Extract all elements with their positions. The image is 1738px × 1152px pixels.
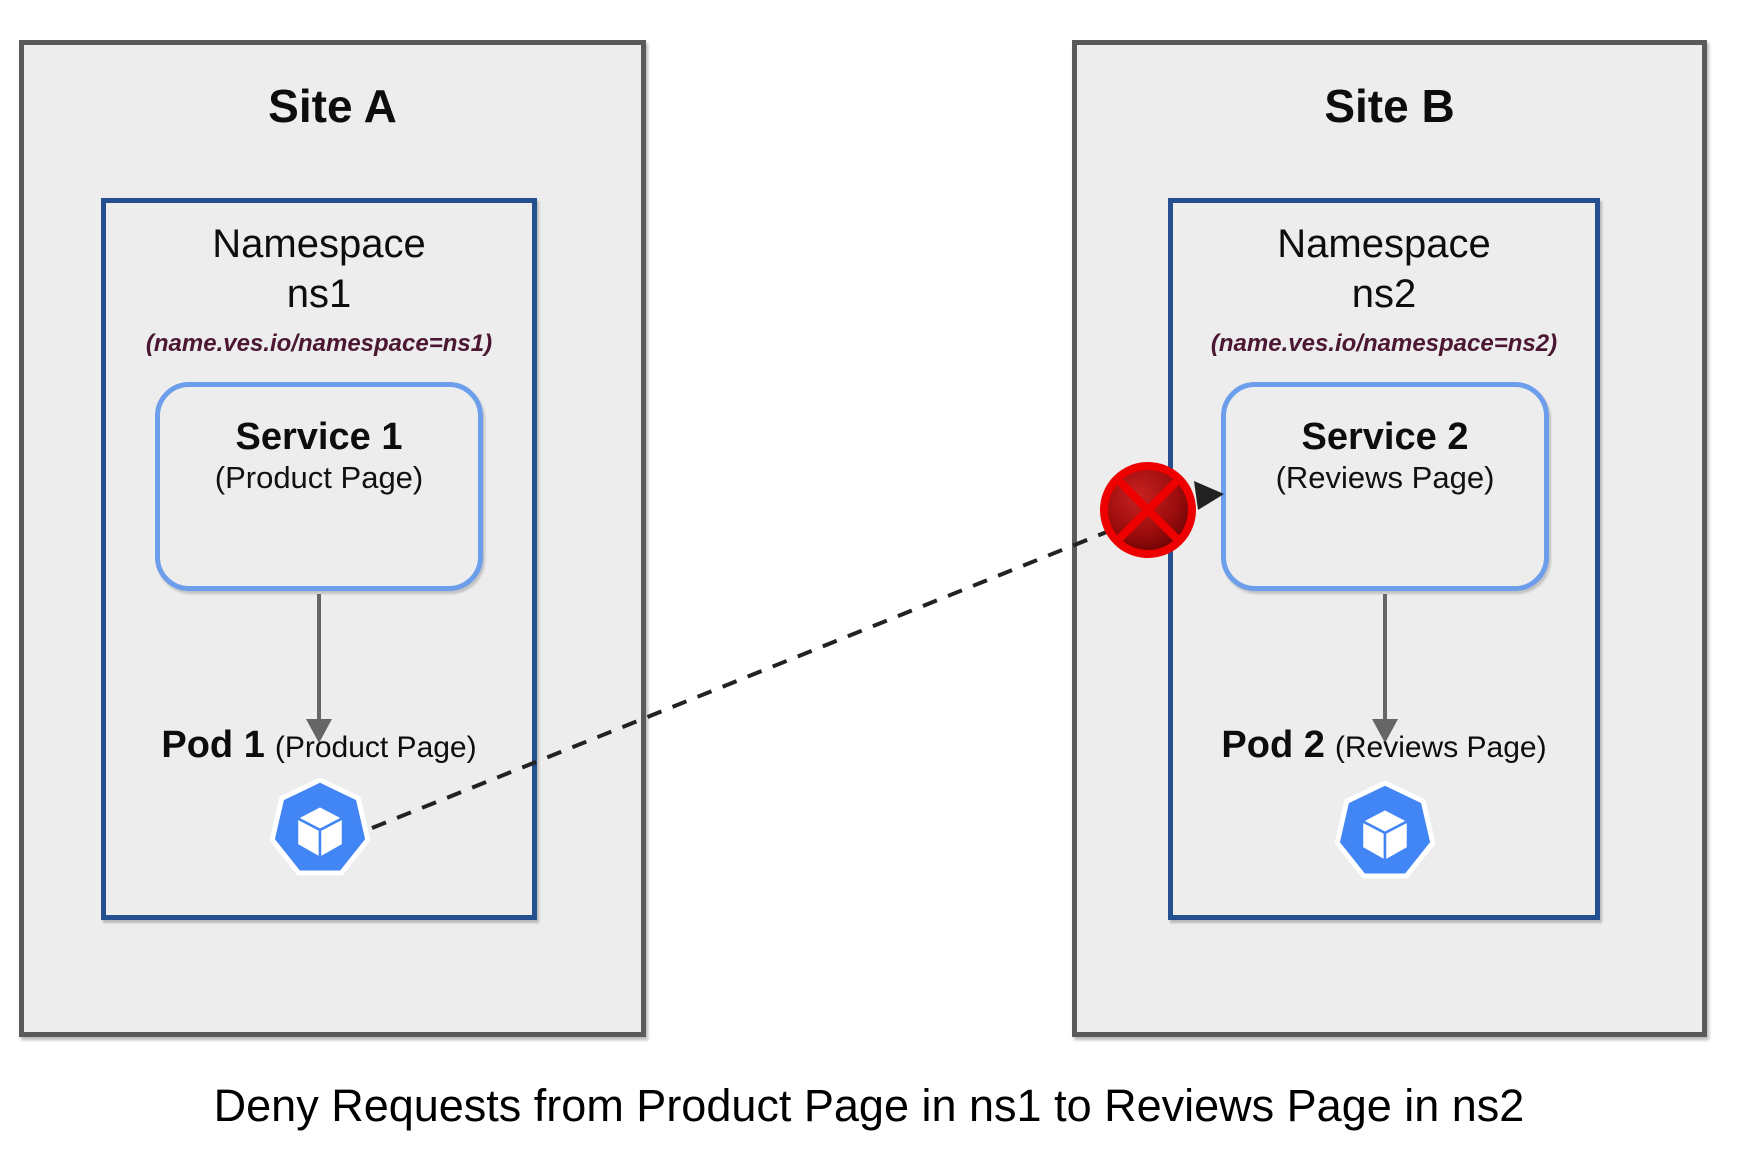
kubernetes-pod-icon [1335,781,1435,879]
deny-crossed-circle-icon [1100,462,1196,558]
kubernetes-pod-icon [270,778,370,876]
service2-to-pod2-arrow-shaft [1383,594,1387,721]
namespace-id: ns2 [1351,272,1417,316]
pod-cube-right-face [318,816,345,860]
service-1-subtitle: (Product Page) [214,460,424,495]
namespace-ns1-title: Namespace ns1 [106,219,532,319]
namespace-word: Namespace [1277,222,1491,266]
service-2-name: Service 2 [1301,416,1469,458]
service-2-subtitle: (Reviews Page) [1275,460,1495,495]
pod-1-label: Pod 1 (Product Page) [106,724,532,767]
service1-to-pod1-arrow-head [306,719,332,743]
pod-1-name: Pod 1 [161,724,265,766]
namespace-ns2-title: Namespace ns2 [1173,219,1595,319]
pod-2-label: Pod 2 (Reviews Page) [1173,724,1595,767]
service-1-name: Service 1 [235,416,403,458]
diagram-caption: Deny Requests from Product Page in ns1 t… [213,1080,1525,1131]
service1-to-pod1-arrow-shaft [317,594,321,721]
site-a-title: Site A [268,80,397,132]
pod-2-subtitle: (Reviews Page) [1334,731,1547,764]
site-b-title: Site B [1324,80,1455,132]
namespace-word: Namespace [212,222,426,266]
pod-cube-right-face [1383,819,1410,863]
namespace-ns1-selector-label: (name.ves.io/namespace=ns1) [145,330,493,357]
pod-2-name: Pod 2 [1221,724,1325,766]
namespace-id: ns1 [286,272,352,316]
site-b-box: Site B Namespace ns2 (name.ves.io/namesp… [1072,40,1707,1037]
pod-1-subtitle: (Product Page) [274,731,477,764]
service-2-box: Service 2 (Reviews Page) [1221,382,1549,591]
service2-to-pod2-arrow-head [1372,719,1398,743]
deny-cross-stroke-2 [1115,477,1181,543]
service-1-box: Service 1 (Product Page) [155,382,483,591]
site-a-box: Site A Namespace ns1 (name.ves.io/namesp… [19,40,646,1037]
namespace-ns2-selector-label: (name.ves.io/namespace=ns2) [1210,330,1558,357]
namespace-ns2-box: Namespace ns2 (name.ves.io/namespace=ns2… [1168,198,1600,920]
namespace-ns1-box: Namespace ns1 (name.ves.io/namespace=ns1… [101,198,537,920]
